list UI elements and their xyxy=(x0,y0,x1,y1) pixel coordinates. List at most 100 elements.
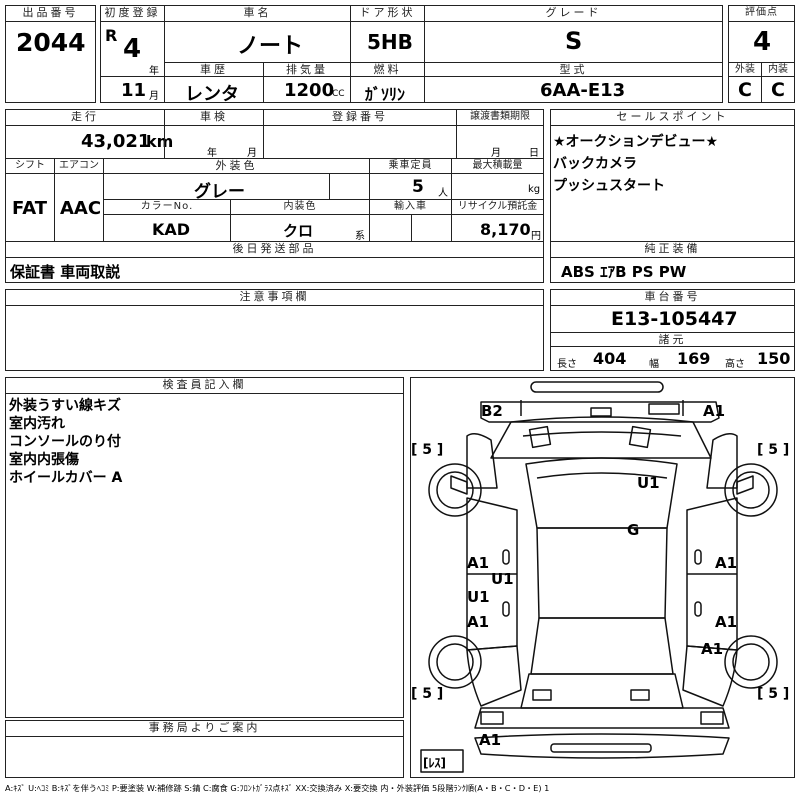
sales-point-item: バックカメラ xyxy=(553,156,637,172)
car-name-cell: ノート xyxy=(164,21,351,63)
tire-front-right: [ 5 ] xyxy=(757,442,789,458)
regnum-cell xyxy=(263,125,457,159)
transfer-month-unit: 月 xyxy=(491,148,501,159)
interior-grade-cell: C xyxy=(761,76,795,103)
sales-points-label: セールスポイント xyxy=(550,109,795,126)
inspector-label: 検査員記入欄 xyxy=(5,377,404,394)
later-parts-label: 後日発送部品 xyxy=(5,241,544,258)
exterior-label: 外装 xyxy=(728,62,762,77)
interior-grade: C xyxy=(771,79,785,101)
history-value: レンタ xyxy=(185,84,239,105)
first-reg-label: 初度登録 xyxy=(100,5,165,22)
import-cell-b xyxy=(411,214,452,242)
history-cell: レンタ xyxy=(164,76,264,105)
mark-g-windshield: G xyxy=(627,521,639,539)
shift-label: シフト xyxy=(5,158,55,174)
tire-rear-right: [ 5 ] xyxy=(757,686,789,702)
inspection-cell: 年 月 xyxy=(164,125,264,159)
shift-cell: FAT xyxy=(5,173,55,242)
inspector-note: 室内内張傷 xyxy=(9,452,79,468)
exterior-grade-cell: C xyxy=(728,76,762,103)
score-label: 評価点 xyxy=(728,5,795,22)
int-color-cell: クロ 系 xyxy=(230,214,370,242)
mark-a1-left-front-door: A1 xyxy=(467,554,489,572)
genuine-cell: ABS ｴｱB PS PW xyxy=(550,257,795,283)
capacity-unit: 人 xyxy=(438,188,448,199)
door-value: 5HB xyxy=(367,30,413,54)
genuine-value: ABS ｴｱB PS PW xyxy=(561,263,687,281)
mileage-unit: km xyxy=(146,132,174,151)
lot-label: 出品番号 xyxy=(5,5,96,22)
grade-value: S xyxy=(565,27,583,55)
displacement-cell: 1200 CC xyxy=(263,76,351,103)
specs-cell: 長さ 404 幅 169 高さ 150 xyxy=(550,346,795,371)
caution-cell xyxy=(5,305,544,371)
recycle-label: リサイクル預託金 xyxy=(451,199,544,215)
mark-a1-rear-bumper: A1 xyxy=(479,731,501,749)
first-reg-year-cell: R 4 年 xyxy=(100,21,165,77)
transfer-day-unit: 日 xyxy=(529,148,539,159)
import-label: 輸入車 xyxy=(369,199,452,215)
car-name: ノート xyxy=(237,34,304,59)
sales-point-item: プッシュスタート xyxy=(553,178,665,194)
mark-a1-left-rear-door: A1 xyxy=(467,613,489,631)
mark-a1-right-front-door: A1 xyxy=(715,554,737,572)
score-value: 4 xyxy=(753,27,772,57)
transfer-label: 譲渡書類期限 xyxy=(456,109,544,126)
ext-color-label: 外装色 xyxy=(103,158,370,174)
mark-b2: B2 xyxy=(481,402,503,420)
specs-label: 諸元 xyxy=(550,332,795,347)
office-label: 事務局よりご案内 xyxy=(5,720,404,737)
vehicle-damage-diagram: B2 A1 U1 G A1 U1 U1 A1 A1 A1 A1 A1 [ 5 ]… xyxy=(411,381,789,773)
ac-cell: AAC xyxy=(54,173,104,242)
displacement-value: 1200 xyxy=(284,80,335,101)
tire-rear-left: [ 5 ] xyxy=(411,686,443,702)
length-value: 404 xyxy=(593,349,627,368)
ac-label: エアコン xyxy=(54,158,104,174)
score-cell: 4 xyxy=(728,21,795,63)
inspection-month-unit: 月 xyxy=(247,148,257,159)
height-label: 高さ xyxy=(725,359,745,370)
inspector-note: 外装うすい線キズ xyxy=(9,398,121,414)
model-label: 型式 xyxy=(424,62,723,77)
mark-a1-front-right: A1 xyxy=(703,402,725,420)
load-label: 最大積載量 xyxy=(451,158,544,174)
capacity-label: 乗車定員 xyxy=(369,158,452,174)
door-cell: 5HB xyxy=(350,21,425,63)
capacity-cell: 5 人 xyxy=(369,173,452,200)
lot-number-cell: 2044 xyxy=(5,21,96,103)
ext-color-value: グレー xyxy=(194,182,245,202)
length-label: 長さ xyxy=(557,359,577,370)
recycle-cell: 8,170 円 xyxy=(451,214,544,242)
genuine-label: 純正装備 xyxy=(550,241,795,258)
fuel-label: 燃料 xyxy=(350,62,425,77)
model-cell: 6AA-E13 xyxy=(424,76,723,103)
inspection-label: 車検 xyxy=(164,109,264,126)
inspector-note: ホイールカバー A xyxy=(9,470,123,486)
month-unit: 月 xyxy=(149,91,159,102)
capacity-value: 5 xyxy=(412,177,424,197)
ac-value: AAC xyxy=(60,198,102,219)
lot-number: 2044 xyxy=(16,28,86,57)
load-cell: kg xyxy=(451,173,544,200)
model-value: 6AA-E13 xyxy=(540,80,626,101)
height-value: 150 xyxy=(757,349,791,368)
inspection-year-unit: 年 xyxy=(207,148,217,159)
tire-front-left: [ 5 ] xyxy=(411,442,443,458)
mark-u1-left-front-door: U1 xyxy=(491,570,514,588)
first-reg-year: 4 xyxy=(123,34,142,64)
office-cell xyxy=(5,736,404,778)
mark-u1-left-rear-door: U1 xyxy=(467,588,490,606)
caution-label: 注意事項欄 xyxy=(5,289,544,306)
grade-cell: S xyxy=(424,21,723,63)
car-name-label: 車名 xyxy=(164,5,351,22)
mileage-cell: 43,021 km xyxy=(5,125,173,159)
history-label: 車歴 xyxy=(164,62,264,77)
vehicle-diagram-box: B2 A1 U1 G A1 U1 U1 A1 A1 A1 A1 A1 [ 5 ]… xyxy=(410,377,795,778)
inspector-cell: 外装うすい線キズ 室内汚れ コンソールのり付 室内内張傷 ホイールカバー A xyxy=(5,393,404,718)
int-color-label: 内装色 xyxy=(230,199,370,215)
ext-color-cell: グレー xyxy=(103,173,330,202)
import-cell-a xyxy=(369,214,412,242)
chassis-value: E13-105447 xyxy=(611,308,738,330)
grade-label: グレード xyxy=(424,5,723,22)
